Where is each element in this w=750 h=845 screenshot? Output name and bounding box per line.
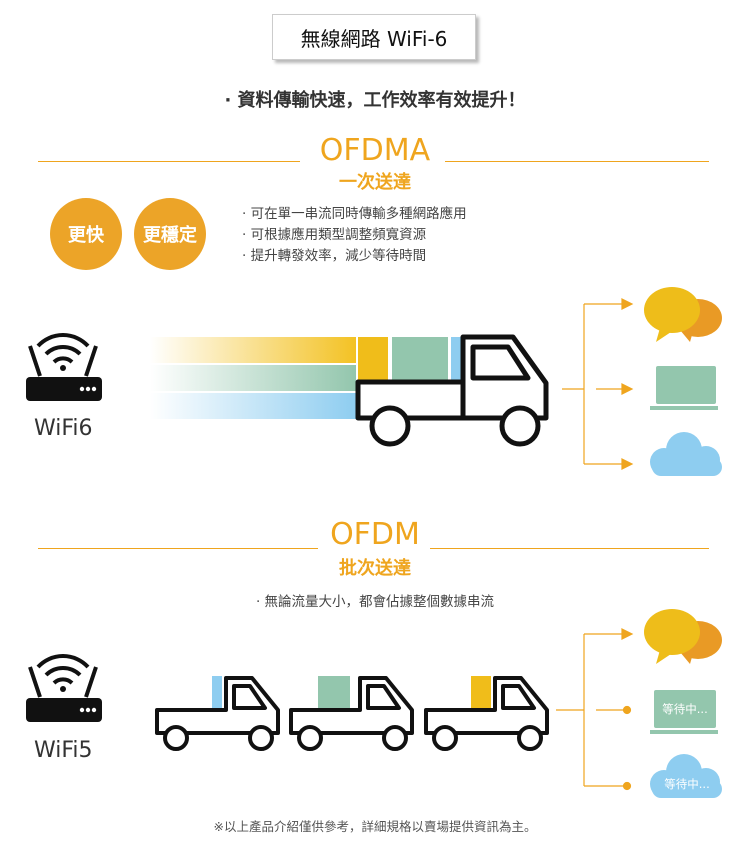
- ofdm-heading: OFDM: [330, 517, 420, 552]
- ofdm-bullet: · 無論流量大小，都會佔據整個數據串流: [255, 594, 495, 610]
- ofdma-divider-right: [445, 161, 709, 162]
- ofdma-bullet: · 可在單一串流同時傳輸多種網路應用: [242, 206, 467, 222]
- wifi5-label: WiFi5: [34, 738, 93, 763]
- ofdma-bullet: · 可根據應用類型調整頻寬資源: [242, 227, 427, 243]
- ofdm-divider-left: [38, 548, 318, 549]
- stream-blue: [150, 393, 356, 419]
- router-icon: [26, 333, 102, 401]
- cloud-icon: [650, 432, 722, 476]
- page-subtitle: · 資料傳輸快速，工作效率有效提升！: [224, 90, 526, 111]
- chat-icon: [644, 609, 722, 664]
- badge-faster: 更快: [50, 198, 122, 270]
- ofdma-heading: OFDMA: [319, 133, 431, 168]
- badge-more-stable: 更穩定: [134, 198, 206, 270]
- chat-icon: [644, 287, 722, 342]
- ofdm-divider-right: [430, 548, 709, 549]
- laptop-icon: [650, 690, 718, 734]
- cloud-icon: [650, 754, 722, 798]
- truck-icon: [424, 676, 549, 751]
- laptop-waiting-label: 等待中...: [662, 702, 708, 716]
- footer-note: ※以上產品介紹僅供參考，詳細規格以賣場提供資訊為主。: [213, 819, 537, 834]
- ofdma-bullets: · 可在單一串流同時傳輸多種網路應用 · 可根據應用類型調整頻寬資源 · 提升轉…: [242, 204, 467, 267]
- ofdma-divider-left: [38, 161, 300, 162]
- wifi6-diagram: [26, 287, 722, 476]
- wifi6-label: WiFi6: [34, 416, 93, 441]
- laptop-icon: [650, 366, 718, 410]
- page-title: 無線網路 WiFi-6: [272, 14, 476, 60]
- router-icon: [26, 654, 102, 722]
- stream-green: [150, 365, 356, 391]
- ofdm-subheading: 批次送達: [339, 558, 411, 579]
- stream-yellow: [150, 337, 356, 363]
- truck-icon: [155, 676, 280, 751]
- ofdma-subheading: 一次送達: [339, 172, 411, 193]
- cloud-waiting-label: 等待中...: [664, 777, 710, 791]
- ofdma-bullet: · 提升轉發效率，減少等待時間: [242, 248, 427, 264]
- wifi5-diagram: [26, 609, 722, 798]
- truck-icon: [289, 676, 414, 751]
